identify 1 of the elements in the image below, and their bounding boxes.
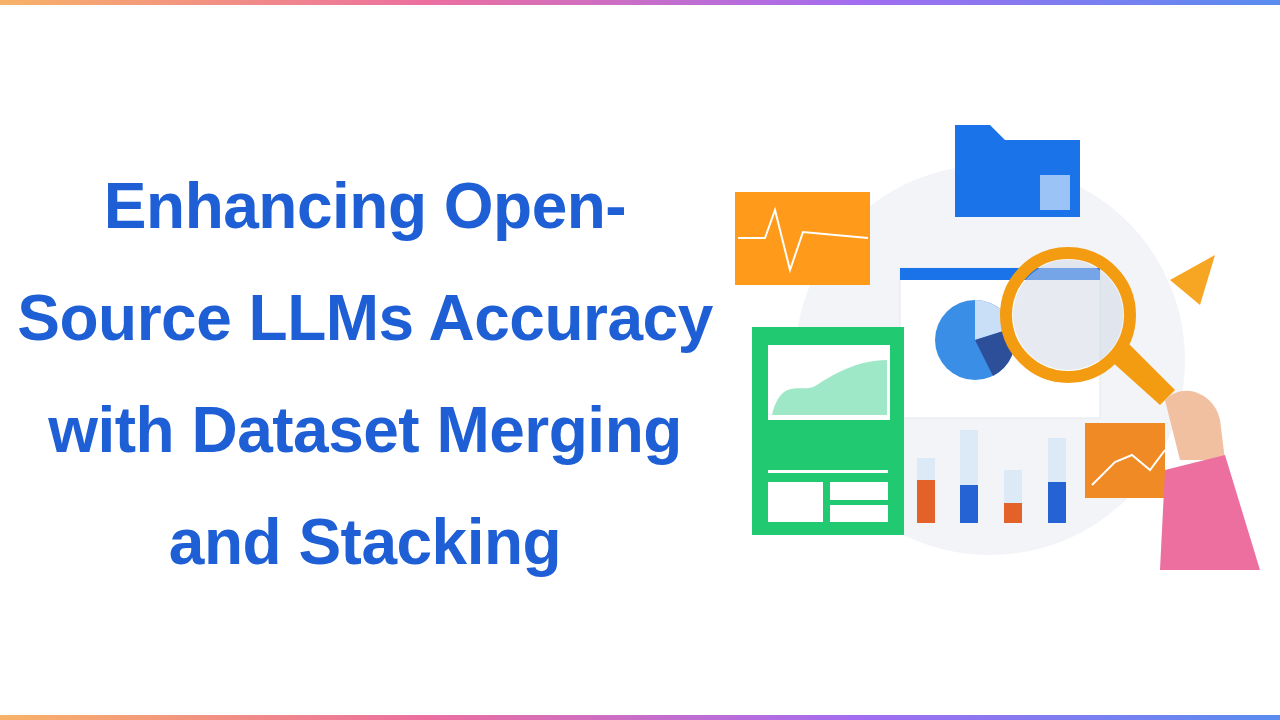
page-title: Enhancing Open-Source LLMs Accuracy with Dataset Merging and Stacking	[16, 169, 714, 580]
